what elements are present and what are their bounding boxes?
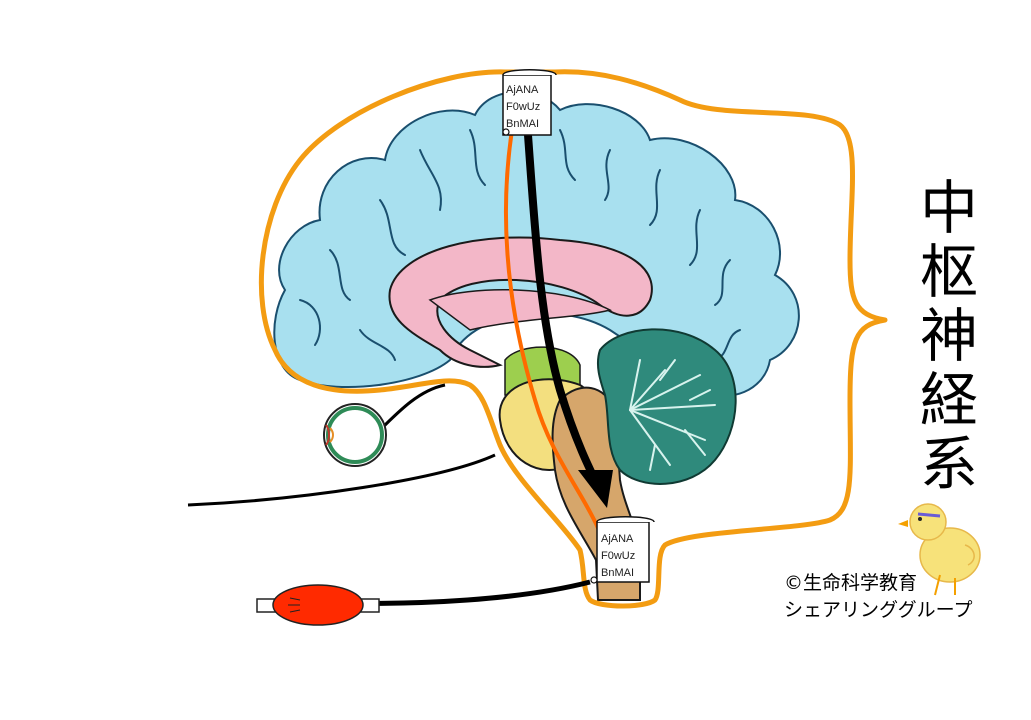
corpus-callosum bbox=[388, 236, 653, 368]
cns-outline[interactable] bbox=[258, 69, 888, 609]
motor-arrowhead bbox=[578, 470, 613, 508]
scroll-bottom-line-2: F0wUz bbox=[601, 550, 635, 562]
eye[interactable] bbox=[323, 403, 387, 467]
scroll-bottom-line-3: BnMAI bbox=[601, 567, 634, 579]
scroll-top-line-1: AjANA bbox=[506, 84, 539, 96]
muscle[interactable] bbox=[256, 584, 380, 626]
sensory-pathway[interactable] bbox=[503, 129, 610, 561]
credit-line-1: ©生命科学教育 bbox=[784, 572, 918, 594]
scroll-top-line-2: F0wUz bbox=[506, 101, 540, 113]
cerebellum bbox=[596, 328, 737, 485]
arbor-vitae bbox=[629, 359, 716, 471]
scroll-bottom-line-1: AjANA bbox=[601, 533, 634, 545]
fornix bbox=[428, 289, 613, 331]
chick-mascot-logo bbox=[898, 503, 981, 596]
scroll-top: AjANA F0wUz BnMAI bbox=[502, 69, 557, 136]
scroll-top-line-3: BnMAI bbox=[506, 118, 539, 130]
optic-nerve[interactable] bbox=[378, 383, 446, 432]
central-nervous-system-title: 中枢神経系 bbox=[919, 174, 978, 498]
credit-line-2: シェアリンググループ bbox=[784, 599, 973, 621]
scroll-bottom: AjANA F0wUz BnMAI bbox=[590, 516, 655, 584]
motor-pathway[interactable] bbox=[524, 131, 604, 494]
copyright-credit: ©生命科学教育 シェアリンググループ bbox=[784, 570, 972, 624]
peripheral-nerve[interactable] bbox=[187, 453, 496, 507]
